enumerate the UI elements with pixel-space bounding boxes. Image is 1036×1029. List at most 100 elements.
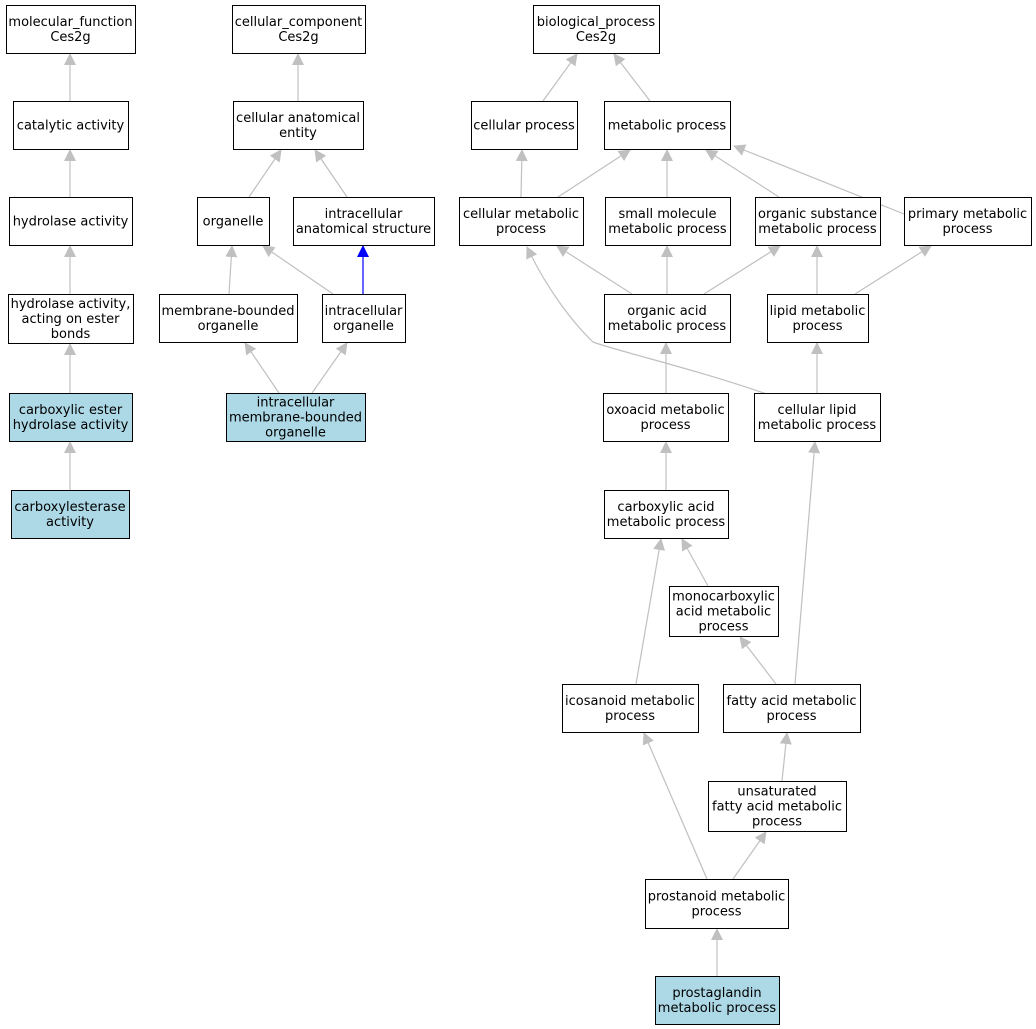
node-label-line: bonds bbox=[51, 327, 91, 342]
node-label-line: hydrolase activity bbox=[13, 418, 129, 433]
node-box bbox=[604, 490, 729, 539]
node-label-line: prostanoid metabolic bbox=[648, 890, 786, 905]
node-label-line: fatty acid metabolic bbox=[727, 694, 857, 709]
node-box bbox=[754, 393, 881, 442]
edge-org_acid_metab-to-cell_metab bbox=[556, 245, 633, 295]
node-label-line: organelle bbox=[333, 319, 394, 334]
node-box bbox=[669, 586, 779, 637]
node-label-line: metabolic process bbox=[608, 319, 727, 334]
edge-icosanoid_metab-to-carbox_acid_metab bbox=[635, 538, 666, 685]
node-label-line: metabolic process bbox=[607, 515, 726, 530]
node-box bbox=[197, 197, 270, 246]
node-label-line: acid metabolic bbox=[676, 605, 771, 620]
node-label-line: catalytic activity bbox=[17, 119, 125, 134]
node-box bbox=[755, 197, 881, 246]
node-box bbox=[603, 393, 729, 442]
node-label-line: biological_process bbox=[537, 15, 656, 30]
node-box bbox=[8, 294, 134, 344]
node-label-line: Ces2g bbox=[50, 30, 90, 45]
node-box bbox=[9, 197, 133, 246]
node-label-line: small molecule bbox=[619, 207, 717, 222]
node-box bbox=[293, 197, 435, 246]
node-label-line: process bbox=[793, 319, 843, 334]
node-box bbox=[471, 101, 578, 150]
edge-intracell_anat_struct-to-cell_anat_entity bbox=[314, 149, 348, 198]
node-box bbox=[645, 879, 789, 929]
edge-monocarbox_metab-to-carbox_acid_metab bbox=[681, 538, 709, 587]
edge-cell_lipid_metab-to-cell_metab bbox=[526, 246, 779, 399]
node-label-line: Ces2g bbox=[576, 30, 616, 45]
node-box bbox=[604, 101, 731, 150]
node-label-line: metabolic process bbox=[758, 222, 877, 237]
node-label-line: icosanoid metabolic bbox=[565, 694, 695, 709]
node-metabolic-process[interactable]: metabolic process bbox=[604, 101, 731, 150]
node-organelle[interactable]: organelle bbox=[197, 197, 270, 246]
node-label-line: cellular process bbox=[473, 119, 575, 134]
node-label-line: prostaglandin bbox=[672, 986, 761, 1001]
edge-org_subst_metab-to-metabolic_process bbox=[705, 149, 780, 198]
edge-unsat_fatty_acid_metab-to-fatty_acid_metab bbox=[779, 732, 792, 782]
node-label-line: membrane-bounded bbox=[229, 411, 362, 426]
node-cellular-process[interactable]: cellular process bbox=[471, 101, 578, 150]
edge-cell_metab-to-cellular_process bbox=[515, 149, 528, 198]
node-label-line: molecular_function bbox=[8, 15, 132, 30]
node-label-line: process bbox=[605, 709, 655, 724]
node-label-line: metabolic process bbox=[658, 1001, 777, 1016]
node-box bbox=[9, 393, 133, 442]
node-box bbox=[655, 976, 780, 1025]
edge-prostanoid_metab-to-icosanoid_metab bbox=[642, 732, 708, 880]
edge-fatty_acid_metab-to-monocarbox_metab bbox=[739, 636, 777, 685]
node-label-line: intracellular bbox=[325, 304, 403, 319]
node-label-line: unsaturated bbox=[737, 785, 816, 800]
edge-intracell_mb_org-to-membrane_bounded_org bbox=[244, 342, 280, 394]
node-box bbox=[459, 197, 584, 246]
node-hydrolase[interactable]: hydrolase activity bbox=[9, 197, 133, 246]
edge-membrane_bounded_org-to-organelle bbox=[225, 245, 238, 295]
node-catalytic[interactable]: catalytic activity bbox=[13, 101, 129, 150]
node-label-line: organic acid bbox=[627, 304, 706, 319]
node-label-line: process bbox=[752, 815, 802, 830]
node-label-line: process bbox=[767, 709, 817, 724]
node-box bbox=[604, 294, 731, 343]
node-label-line: acting on ester bbox=[22, 312, 121, 327]
node-label-line: intracellular bbox=[325, 207, 403, 222]
node-box bbox=[159, 294, 298, 343]
node-box bbox=[232, 5, 366, 54]
node-label-line: carboxylic acid bbox=[617, 500, 714, 515]
edge-prostanoid_metab-to-unsat_fatty_acid_metab bbox=[732, 831, 767, 880]
node-label-line: process bbox=[943, 222, 993, 237]
node-label-line: organelle bbox=[203, 215, 264, 230]
node-label-line: intracellular bbox=[257, 396, 335, 411]
node-box bbox=[11, 490, 130, 539]
node-label-line: membrane-bounded bbox=[161, 304, 294, 319]
node-label-line: process bbox=[496, 222, 546, 237]
edge-intracell_mb_org-to-intracell_org bbox=[311, 342, 348, 394]
